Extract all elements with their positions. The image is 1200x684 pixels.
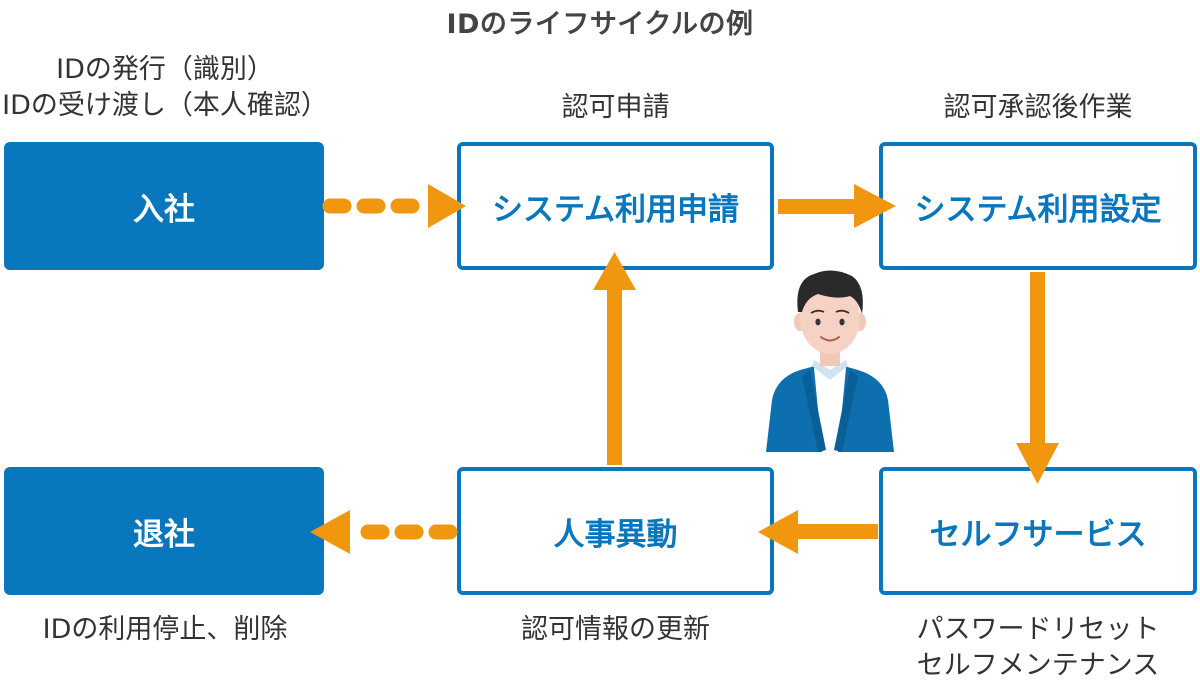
diagram-title: IDのライフサイクルの例 <box>446 9 754 40</box>
caption-issue-line2: IDの受け渡し（本人確認） <box>2 90 328 121</box>
caption-self-line2: セルフメンテナンス <box>916 650 1160 681</box>
node-transfer: 人事異動 <box>457 467 774 595</box>
caption-self: パスワードリセット セルフメンテナンス <box>880 612 1196 684</box>
caption-issue: IDの発行（識別） IDの受け渡し（本人確認） <box>0 52 330 124</box>
arrow-setup-to-self-service <box>1016 272 1059 484</box>
caption-stop: IDの利用停止、削除 <box>42 614 288 645</box>
caption-update: 認可情報の更新 <box>521 614 710 645</box>
caption-self-line1: パスワードリセット <box>916 614 1160 645</box>
node-join: 入社 <box>4 142 324 270</box>
node-leave: 退社 <box>4 467 324 595</box>
caption-approve: 認可承認後作業 <box>943 92 1133 123</box>
caption-issue-line1: IDの発行（識別） <box>56 54 274 85</box>
node-apply: システム利用申請 <box>457 142 774 270</box>
arrow-self-service-to-transfer <box>758 510 878 554</box>
arrow-transfer-to-leave <box>310 510 458 554</box>
arrow-apply-to-setup <box>778 184 896 228</box>
arrow-join-to-apply <box>322 184 466 228</box>
node-setup: システム利用設定 <box>879 142 1197 270</box>
caption-apply: 認可申請 <box>561 92 670 123</box>
person-illustration <box>766 270 894 452</box>
arrow-transfer-to-apply <box>593 252 636 465</box>
